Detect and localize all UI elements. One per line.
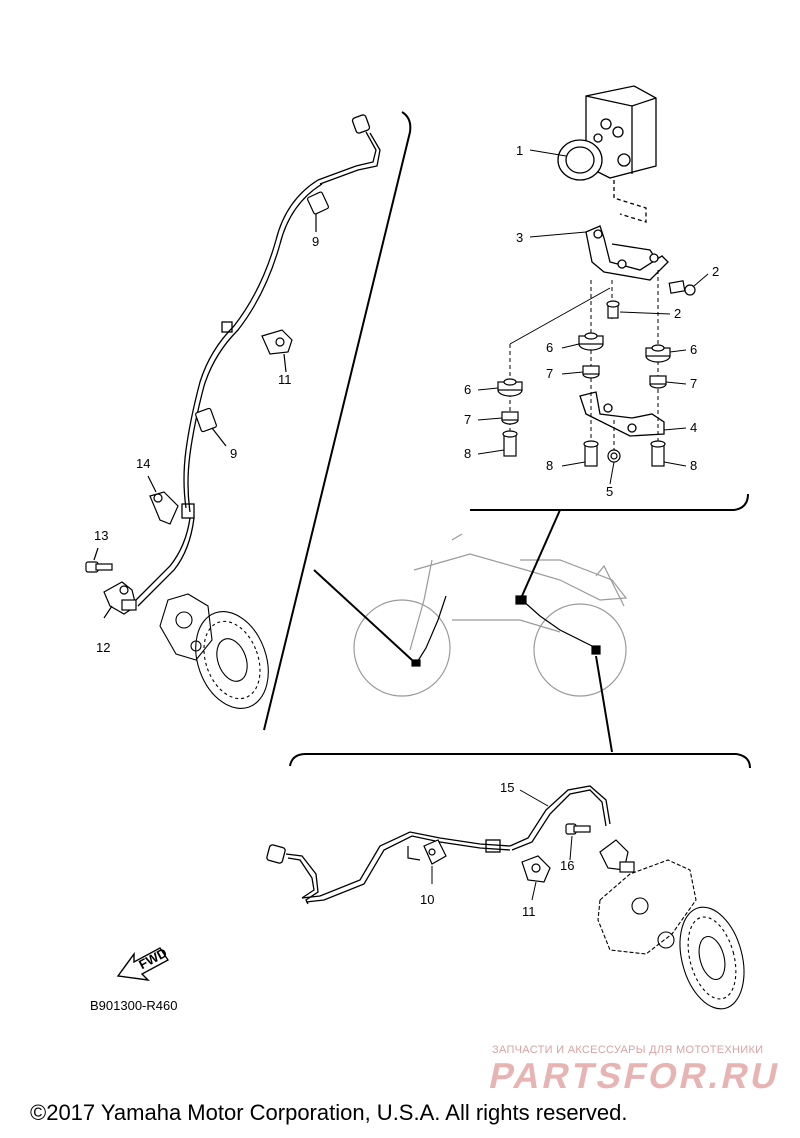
abs-bracket-3 xyxy=(585,225,669,281)
front-brake-disc xyxy=(159,593,269,709)
bolt-16 xyxy=(565,823,591,835)
bolt-8 xyxy=(502,430,666,467)
callout-3: 3 xyxy=(516,230,523,245)
motorcycle-harness-highlight xyxy=(411,595,601,667)
abs-hydraulic-unit-1 xyxy=(557,85,657,223)
callout-11: 11 xyxy=(278,372,292,387)
clamp-14 xyxy=(147,475,179,525)
callout-1: 1 xyxy=(516,143,523,158)
callout-10: 10 xyxy=(420,892,434,907)
rear-leader-lines xyxy=(431,789,573,901)
callout-6: 6 xyxy=(690,342,697,357)
callout-12: 12 xyxy=(96,640,110,655)
rear-brake-disc xyxy=(597,859,745,1010)
callout-7: 7 xyxy=(464,412,471,427)
fwd-arrow-icon: FWD xyxy=(116,945,169,981)
clip-9-upper xyxy=(307,191,329,232)
diagram-code: B901300-R460 xyxy=(90,998,178,1013)
abs-leader-lines xyxy=(477,149,709,485)
callout-2: 2 xyxy=(712,264,719,279)
rear-panel-frame xyxy=(289,753,751,769)
detail-pointer-lines xyxy=(313,509,613,753)
watermark-tagline: ЗАПЧАСТИ И АКСЕССУАРЫ ДЛЯ МОТОТЕХНИКИ xyxy=(492,1044,764,1056)
front-sensor-harness xyxy=(133,114,381,607)
callout-7: 7 xyxy=(546,366,553,381)
callout-9: 9 xyxy=(230,446,237,461)
clip-9-lower xyxy=(195,407,227,447)
callout-5: 5 xyxy=(606,484,613,499)
bracket-11-front xyxy=(261,329,293,373)
clamp-10 xyxy=(407,839,447,865)
callout-11: 11 xyxy=(522,904,536,919)
bracket-11-rear xyxy=(521,855,551,883)
callout-14: 14 xyxy=(136,456,150,471)
rear-wheel-sensor xyxy=(599,839,635,873)
rear-sensor-harness-15 xyxy=(266,785,611,905)
callout-labels: 1 2 2 3 4 5 6 6 6 7 7 7 8 8 8 9 9 10 11 … xyxy=(94,143,719,919)
abs-bracket-4 xyxy=(579,391,665,437)
grommet-6 xyxy=(497,332,671,397)
callout-4: 4 xyxy=(690,420,697,435)
callout-8: 8 xyxy=(546,458,553,473)
callout-6: 6 xyxy=(464,382,471,397)
callout-13: 13 xyxy=(94,528,108,543)
abs-assembly-guides xyxy=(509,270,659,454)
bolt-13 xyxy=(85,547,113,573)
callout-9: 9 xyxy=(312,234,319,249)
watermark-logo: PARTSFOR.RU xyxy=(485,1055,785,1096)
front-wheel-sensor-12 xyxy=(103,581,137,619)
callout-7: 7 xyxy=(690,376,697,391)
callout-8: 8 xyxy=(464,446,471,461)
copyright-notice: ©2017 Yamaha Motor Corporation, U.S.A. A… xyxy=(30,1100,628,1125)
motorcycle-outline xyxy=(353,533,628,697)
front-panel-frame xyxy=(263,111,412,731)
callout-15: 15 xyxy=(500,780,514,795)
callout-2: 2 xyxy=(674,306,681,321)
callout-6: 6 xyxy=(546,340,553,355)
collar-7 xyxy=(501,365,667,425)
abs-panel-frame xyxy=(470,493,749,511)
callout-8: 8 xyxy=(690,458,697,473)
callout-16: 16 xyxy=(560,858,574,873)
bolt-2-and-nut-5 xyxy=(606,280,696,463)
